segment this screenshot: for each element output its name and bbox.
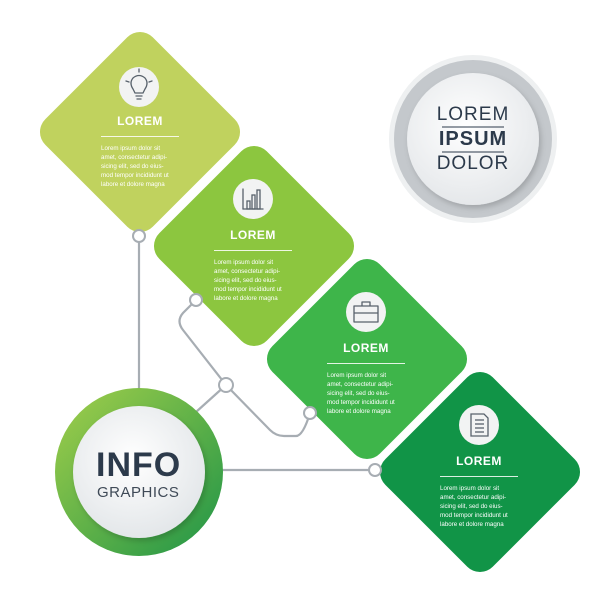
hub-title: INFO	[96, 446, 182, 484]
card-1-rule	[101, 136, 179, 137]
lightbulb-icon	[119, 67, 159, 107]
title-badge	[389, 55, 557, 223]
card-3-title: LOREM	[343, 341, 389, 355]
card-4-rule	[440, 476, 518, 477]
card-3-rule	[327, 363, 405, 364]
info-hub	[55, 388, 223, 556]
node-card1	[132, 229, 146, 243]
card-1	[39, 31, 241, 233]
card-1-shape	[39, 31, 241, 233]
document-icon	[459, 405, 499, 445]
card-3	[266, 258, 468, 460]
card-2-shape	[153, 145, 355, 347]
connector-nodes	[132, 229, 382, 477]
badge-line-1: LOREM	[436, 104, 510, 125]
node-junction	[218, 377, 234, 393]
badge-line-3: DOLOR	[436, 153, 510, 174]
badge-line-2: IPSUM	[438, 128, 508, 150]
card-2	[153, 145, 355, 347]
card-4	[379, 371, 581, 573]
node-card2	[189, 293, 203, 307]
bar-chart-icon	[233, 179, 273, 219]
card-1-title: LOREM	[117, 114, 163, 128]
hub-subtitle: GRAPHICS	[97, 484, 180, 501]
briefcase-icon	[346, 292, 386, 332]
node-card4	[368, 463, 382, 477]
card-2-title: LOREM	[230, 228, 276, 242]
card-4-body: Lorem ipsum dolor sit amet, consectetur …	[440, 485, 508, 528]
card-3-body: Lorem ipsum dolor sit amet, consectetur …	[327, 372, 395, 415]
card-3-shape	[266, 258, 468, 460]
card-4-shape	[379, 371, 581, 573]
connectors	[137, 236, 375, 472]
connector-card3-route	[225, 384, 312, 438]
card-4-title: LOREM	[456, 454, 502, 468]
card-2-body: Lorem ipsum dolor sit amet, consectetur …	[214, 259, 282, 302]
card-2-rule	[214, 250, 292, 251]
connector-card2-route	[178, 299, 227, 386]
node-card3	[303, 406, 317, 420]
card-1-body: Lorem ipsum dolor sit amet, consectetur …	[101, 145, 169, 188]
